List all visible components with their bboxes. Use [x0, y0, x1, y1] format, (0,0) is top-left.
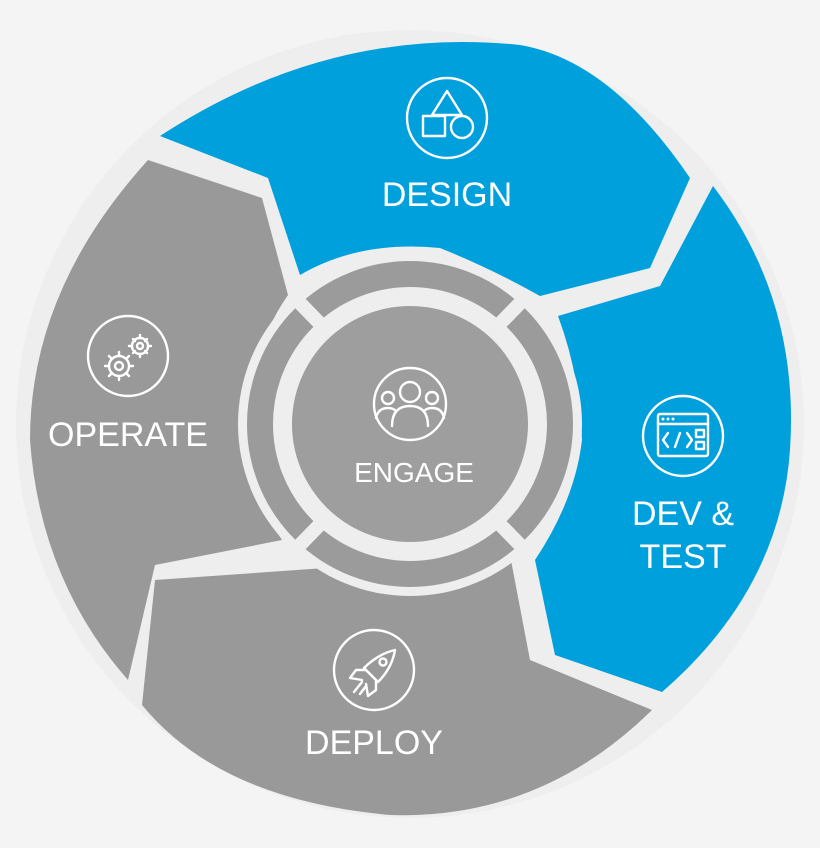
center-ring [247, 261, 573, 587]
people-group-icon [372, 366, 448, 442]
dev-test-label-line1: DEV & [632, 495, 734, 533]
shapes-icon [405, 76, 489, 160]
deploy-segment[interactable] [142, 555, 652, 816]
design-label: DESIGN [382, 176, 512, 214]
operate-segment[interactable] [30, 160, 288, 680]
gears-icon [86, 314, 170, 398]
dev-test-label-line2: TEST [640, 538, 727, 576]
ring-separators [291, 295, 529, 553]
code-window-icon [641, 394, 725, 478]
deploy-label: DEPLOY [305, 724, 443, 762]
design-segment[interactable] [160, 41, 690, 296]
engage-label: ENGAGE [354, 457, 474, 488]
operate-label: OPERATE [48, 416, 208, 454]
rocket-icon [332, 628, 416, 712]
engage-center[interactable] [292, 306, 528, 542]
